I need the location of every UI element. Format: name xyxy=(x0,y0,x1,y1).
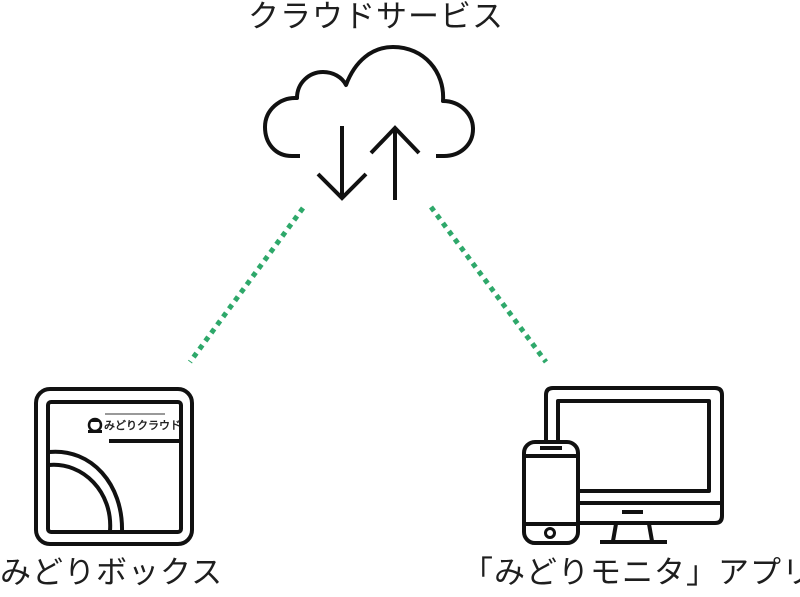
midori-box-icon xyxy=(34,387,194,546)
midori-monitor-app-label: 「みどりモニタ」アプリ xyxy=(462,555,800,591)
connection-cloud-to-box xyxy=(187,206,306,364)
cloud-service-label: クラウドサービス xyxy=(248,0,504,35)
monitor-icon xyxy=(544,386,724,544)
midori-cloud-logo-text: みどりクラウド xyxy=(104,419,181,432)
cloud-icon xyxy=(263,45,475,158)
download-arrow-icon xyxy=(316,126,368,201)
connection-cloud-to-app xyxy=(428,205,549,364)
midori-box-label: みどりボックス xyxy=(0,555,224,591)
midori-logo-icon xyxy=(87,413,165,433)
smartphone-icon xyxy=(522,440,580,545)
upload-arrow-icon xyxy=(369,125,421,200)
